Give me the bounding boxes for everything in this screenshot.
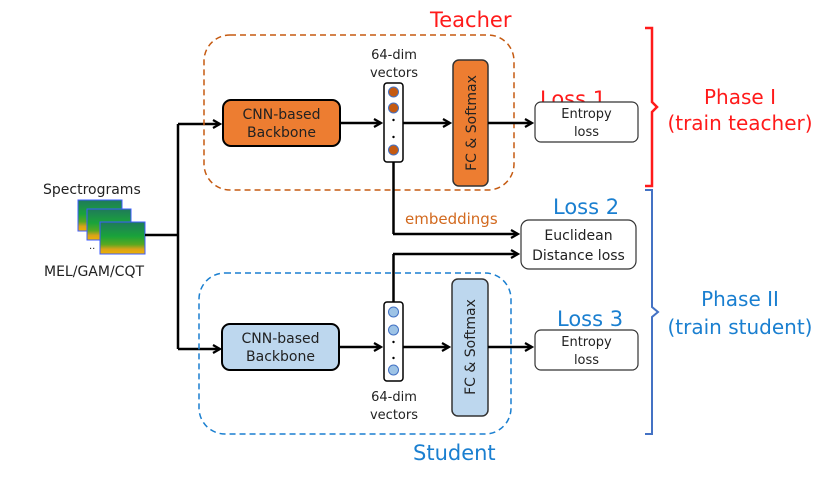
loss2-title: Loss 2 xyxy=(553,195,619,219)
phase1-bracket xyxy=(645,26,659,188)
phase2-bracket xyxy=(645,189,660,435)
teacher-fc-softmax-label: FC & Softmax xyxy=(464,75,480,171)
loss2-line1: Euclidean xyxy=(544,228,612,244)
student-backbone-line2: Backbone xyxy=(246,349,315,365)
student-label: Student xyxy=(413,441,496,465)
spectrograms-label: Spectrograms xyxy=(43,182,141,198)
loss3-title: Loss 3 xyxy=(557,307,623,331)
spectrogram-stack-icon: .. xyxy=(77,199,146,255)
loss3-line1: Entropy xyxy=(561,335,612,350)
teacher-vector-label-line1: 64-dim xyxy=(371,48,417,63)
student-vector-label-line1: 64-dim xyxy=(371,390,417,405)
student-fc-softmax-label: FC & Softmax xyxy=(463,299,479,395)
loss2-line2: Distance loss xyxy=(532,248,625,264)
phase1-line1: Phase I xyxy=(704,85,776,109)
loss3-line2: loss xyxy=(574,353,599,368)
loss2-box xyxy=(520,219,637,270)
student-vector xyxy=(383,301,404,382)
phase2-line2: (train student) xyxy=(668,315,813,339)
svg-text:..: .. xyxy=(89,241,95,252)
loss1-line2: loss xyxy=(574,125,599,140)
input-types-label: MEL/GAM/CQT xyxy=(44,264,144,280)
student-group-border xyxy=(198,272,512,435)
loss3-box xyxy=(534,329,639,371)
teacher-backbone-line1: CNN-based xyxy=(242,107,320,123)
student-backbone-line1: CNN-based xyxy=(241,331,319,347)
student-vector-label-line2: vectors xyxy=(370,408,418,423)
phase2-line1: Phase II xyxy=(701,287,779,311)
embeddings-label: embeddings xyxy=(405,210,498,228)
teacher-label: Teacher xyxy=(429,8,512,32)
loss1-line1: Entropy xyxy=(561,107,612,122)
teacher-group-border xyxy=(203,34,515,191)
teacher-vector xyxy=(383,82,404,163)
teacher-vector-label-line2: vectors xyxy=(370,66,418,81)
phase1-line2: (train teacher) xyxy=(667,111,812,135)
loss1-box xyxy=(534,101,639,143)
teacher-backbone-line2: Backbone xyxy=(247,125,316,141)
